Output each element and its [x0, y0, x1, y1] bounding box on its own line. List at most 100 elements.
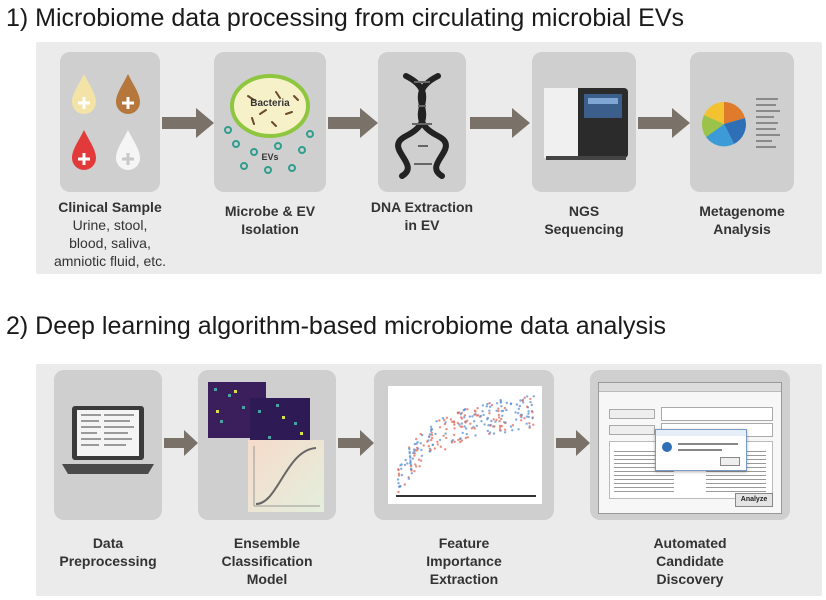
scatter-point [429, 448, 432, 452]
scatter-point [459, 413, 463, 416]
clinical-sample-sub-2: blood, saliva, [69, 235, 151, 251]
scatter-point [471, 415, 474, 418]
scatter-point [476, 407, 479, 410]
scatter-point [463, 425, 466, 428]
window-titlebar [599, 383, 781, 392]
scatter-point [481, 404, 485, 407]
scatter-point [456, 421, 459, 425]
scatter-point [408, 452, 411, 455]
scatter-point [500, 409, 503, 413]
scatter-point [420, 433, 424, 437]
scatter-point [403, 463, 407, 467]
evs-label: EVs [261, 152, 278, 162]
scatter-point [415, 465, 418, 468]
scatter-point [492, 418, 495, 421]
scatter-point [422, 444, 425, 447]
scatter-point [526, 395, 529, 398]
data-preprocessing-title: Data Preprocessing [59, 535, 157, 569]
scatter-point [495, 402, 499, 405]
scatter-point [453, 440, 456, 443]
scatter-point [430, 436, 434, 440]
scatter-point [515, 418, 518, 421]
dna-extraction-title: DNA Extraction in EV [370, 199, 474, 233]
scatter-point [463, 416, 466, 419]
scatter-point [420, 448, 423, 452]
scatter-point [497, 413, 501, 417]
microbe-isolation-title: Microbe & EV Isolation [224, 203, 316, 237]
scatter-point [488, 412, 491, 415]
scatter-point [427, 439, 430, 442]
microbe-isolation-tile: Bacteria EVs [214, 52, 326, 192]
scatter-point [410, 472, 413, 475]
scatter-point [445, 436, 448, 440]
scatter-point [428, 433, 432, 436]
pie-chart-icon [701, 98, 780, 148]
scatter-point [505, 401, 508, 405]
scatter-point [499, 401, 502, 404]
candidate-discovery-tile: Analyze [590, 370, 790, 520]
scatter-point [489, 424, 492, 427]
scatter-point [527, 410, 530, 413]
scatter-point [503, 406, 507, 410]
arrow-icon [470, 108, 530, 138]
scatter-point [487, 424, 490, 427]
scatter-point [415, 446, 419, 449]
scatter-point [400, 473, 404, 477]
feature-importance-tile [374, 370, 554, 520]
scatter-point [465, 432, 468, 436]
sample-drops-icon [72, 74, 140, 170]
info-icon [662, 442, 672, 452]
data-preprocessing-caption: Data Preprocessing [40, 534, 176, 570]
scatter-point [442, 434, 445, 437]
scatter-point [505, 408, 508, 412]
scatter-point [488, 405, 492, 408]
scatter-point [485, 405, 488, 408]
scatter-point [497, 407, 500, 410]
scatter-point [504, 421, 507, 425]
ensemble-model-caption: Ensemble Classification Model [196, 534, 338, 588]
dialog-ok-button[interactable] [720, 457, 740, 466]
scatter-plot-icon [388, 386, 542, 504]
scatter-point [436, 443, 439, 446]
scatter-point [413, 470, 416, 473]
scatter-point [479, 414, 483, 418]
scatter-point [453, 427, 456, 430]
scatter-point [400, 463, 403, 466]
scatter-point [419, 442, 422, 445]
scatter-point [464, 436, 467, 440]
analyze-button[interactable]: Analyze [735, 493, 773, 507]
scatter-point [509, 402, 513, 406]
scatter-point [464, 421, 467, 424]
scatter-point [445, 427, 448, 431]
scatter-point [530, 403, 533, 407]
scatter-point [445, 416, 449, 419]
scatter-point [409, 460, 412, 464]
clinical-sample-sub-1: Urine, stool, [72, 217, 148, 233]
scatter-point [523, 396, 526, 399]
scatter-point [413, 450, 416, 453]
microbe-isolation-caption: Microbe & EV Isolation [200, 202, 340, 238]
scatter-point [525, 415, 529, 418]
scatter-point [397, 468, 400, 472]
scatter-point [509, 425, 513, 428]
scatter-point [441, 417, 445, 420]
scatter-point [529, 397, 532, 401]
window-row-3 [609, 425, 655, 435]
scatter-point [418, 465, 421, 468]
software-window: Analyze [598, 382, 782, 514]
scatter-point [497, 409, 500, 413]
heatmap-sigmoid-icon [208, 382, 324, 512]
scatter-point [503, 431, 507, 434]
scatter-point [396, 478, 400, 481]
data-preprocessing-tile [54, 370, 162, 520]
scatter-point [501, 414, 504, 417]
metagenome-caption: Metagenome Analysis [672, 202, 812, 238]
scatter-point [483, 423, 486, 426]
window-row-2 [661, 407, 773, 421]
scatter-point [529, 400, 532, 404]
scatter-point [457, 438, 460, 442]
info-dialog [655, 429, 747, 471]
arrow-icon [338, 430, 374, 456]
scatter-point [517, 428, 520, 431]
clinical-sample-sub-3: amniotic fluid, etc. [53, 253, 167, 269]
